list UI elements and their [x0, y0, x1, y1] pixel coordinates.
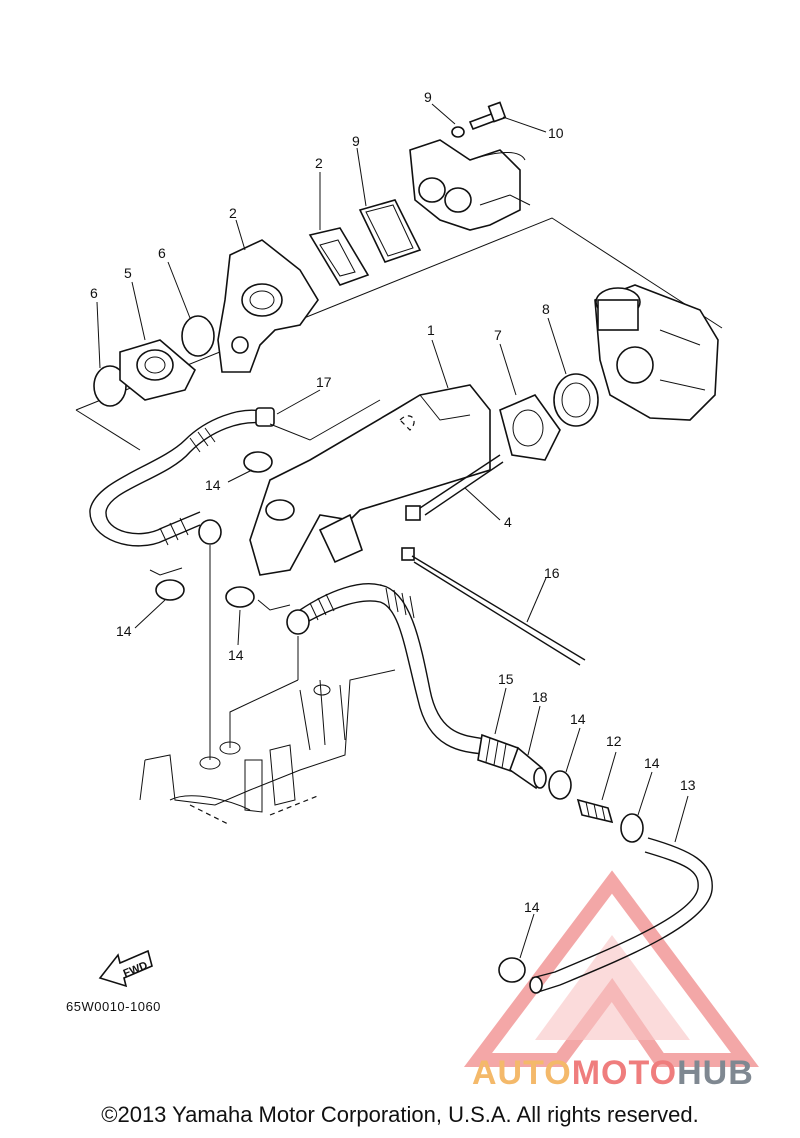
watermark-auto: AUTO — [472, 1054, 572, 1092]
gasket-part — [358, 199, 422, 263]
part-number-14f: 14 — [524, 899, 540, 915]
part-number-3: 2 — [315, 155, 323, 171]
part-number-15: 15 — [498, 671, 514, 687]
part-number-6b: 6 — [90, 285, 98, 301]
bolt-part — [468, 101, 507, 131]
watermark-moto: MOTO — [571, 1054, 678, 1092]
washer-part — [451, 126, 465, 138]
part-number-labels: 9 10 9 2 2 6 5 6 1 7 8 4 17 14 14 14 16 … — [90, 89, 696, 915]
gasket-plate-part — [308, 227, 370, 286]
part-number-11: 9 — [424, 89, 432, 105]
part-number-6: 6 — [158, 245, 166, 261]
part-number-12: 12 — [606, 733, 622, 749]
leader-lines — [96, 103, 689, 959]
hose-part — [89, 407, 275, 547]
hose-clamp-part — [243, 451, 273, 473]
o-ring-part — [181, 315, 215, 357]
part-number-14b: 14 — [116, 623, 132, 639]
copyright-notice: ©2013 Yamaha Motor Corporation, U.S.A. A… — [101, 1102, 699, 1127]
part-number-10: 10 — [548, 125, 564, 141]
part-number-17: 17 — [316, 374, 332, 390]
cable-tie-part — [401, 547, 586, 666]
part-number-18: 18 — [532, 689, 548, 705]
hose-clamp-part — [498, 957, 526, 983]
intake-manifold-part — [217, 239, 319, 373]
hose-fitting-part — [576, 798, 614, 824]
engine-block-part — [139, 669, 396, 826]
long-bolt-part — [405, 454, 504, 521]
part-number-16: 16 — [544, 565, 560, 581]
adapter-ring-part — [553, 373, 599, 427]
part-number-4: 4 — [504, 514, 512, 530]
part-number-2: 2 — [229, 205, 237, 221]
hose-clamp-part — [155, 579, 185, 601]
hose-clamp-part — [620, 813, 644, 843]
throttle-body-part — [594, 284, 719, 421]
forward-arrow-icon: FWD — [98, 949, 153, 988]
part-number-14a: 14 — [205, 477, 221, 493]
part-number-14c: 14 — [228, 647, 244, 663]
watermark-brand: AUTOMOTOHUB — [472, 1054, 754, 1093]
pipe-part — [509, 746, 547, 790]
o-ring-part — [93, 365, 127, 407]
watermark-hub: HUB — [677, 1054, 754, 1092]
part-number-8: 8 — [542, 301, 550, 317]
part-number-5: 5 — [124, 265, 132, 281]
flange-part — [119, 339, 196, 401]
part-number-13: 13 — [680, 777, 696, 793]
watermark-logo — [463, 870, 759, 1067]
intake-silencer-part — [249, 384, 491, 576]
lower-hose-part — [286, 583, 493, 756]
seal-flange-part — [499, 394, 561, 461]
part-number-9: 9 — [352, 133, 360, 149]
part-number-7: 7 — [494, 327, 502, 343]
hose-clamp-part — [548, 770, 572, 800]
outlet-hose-part — [529, 837, 713, 994]
hose-clamp-part — [225, 586, 255, 608]
part-number-14e: 14 — [644, 755, 660, 771]
part-number-14d: 14 — [570, 711, 586, 727]
diagram-code: 65W0010-1060 — [66, 999, 161, 1014]
part-number-1: 1 — [427, 322, 435, 338]
upper-engine-bracket — [409, 139, 531, 231]
